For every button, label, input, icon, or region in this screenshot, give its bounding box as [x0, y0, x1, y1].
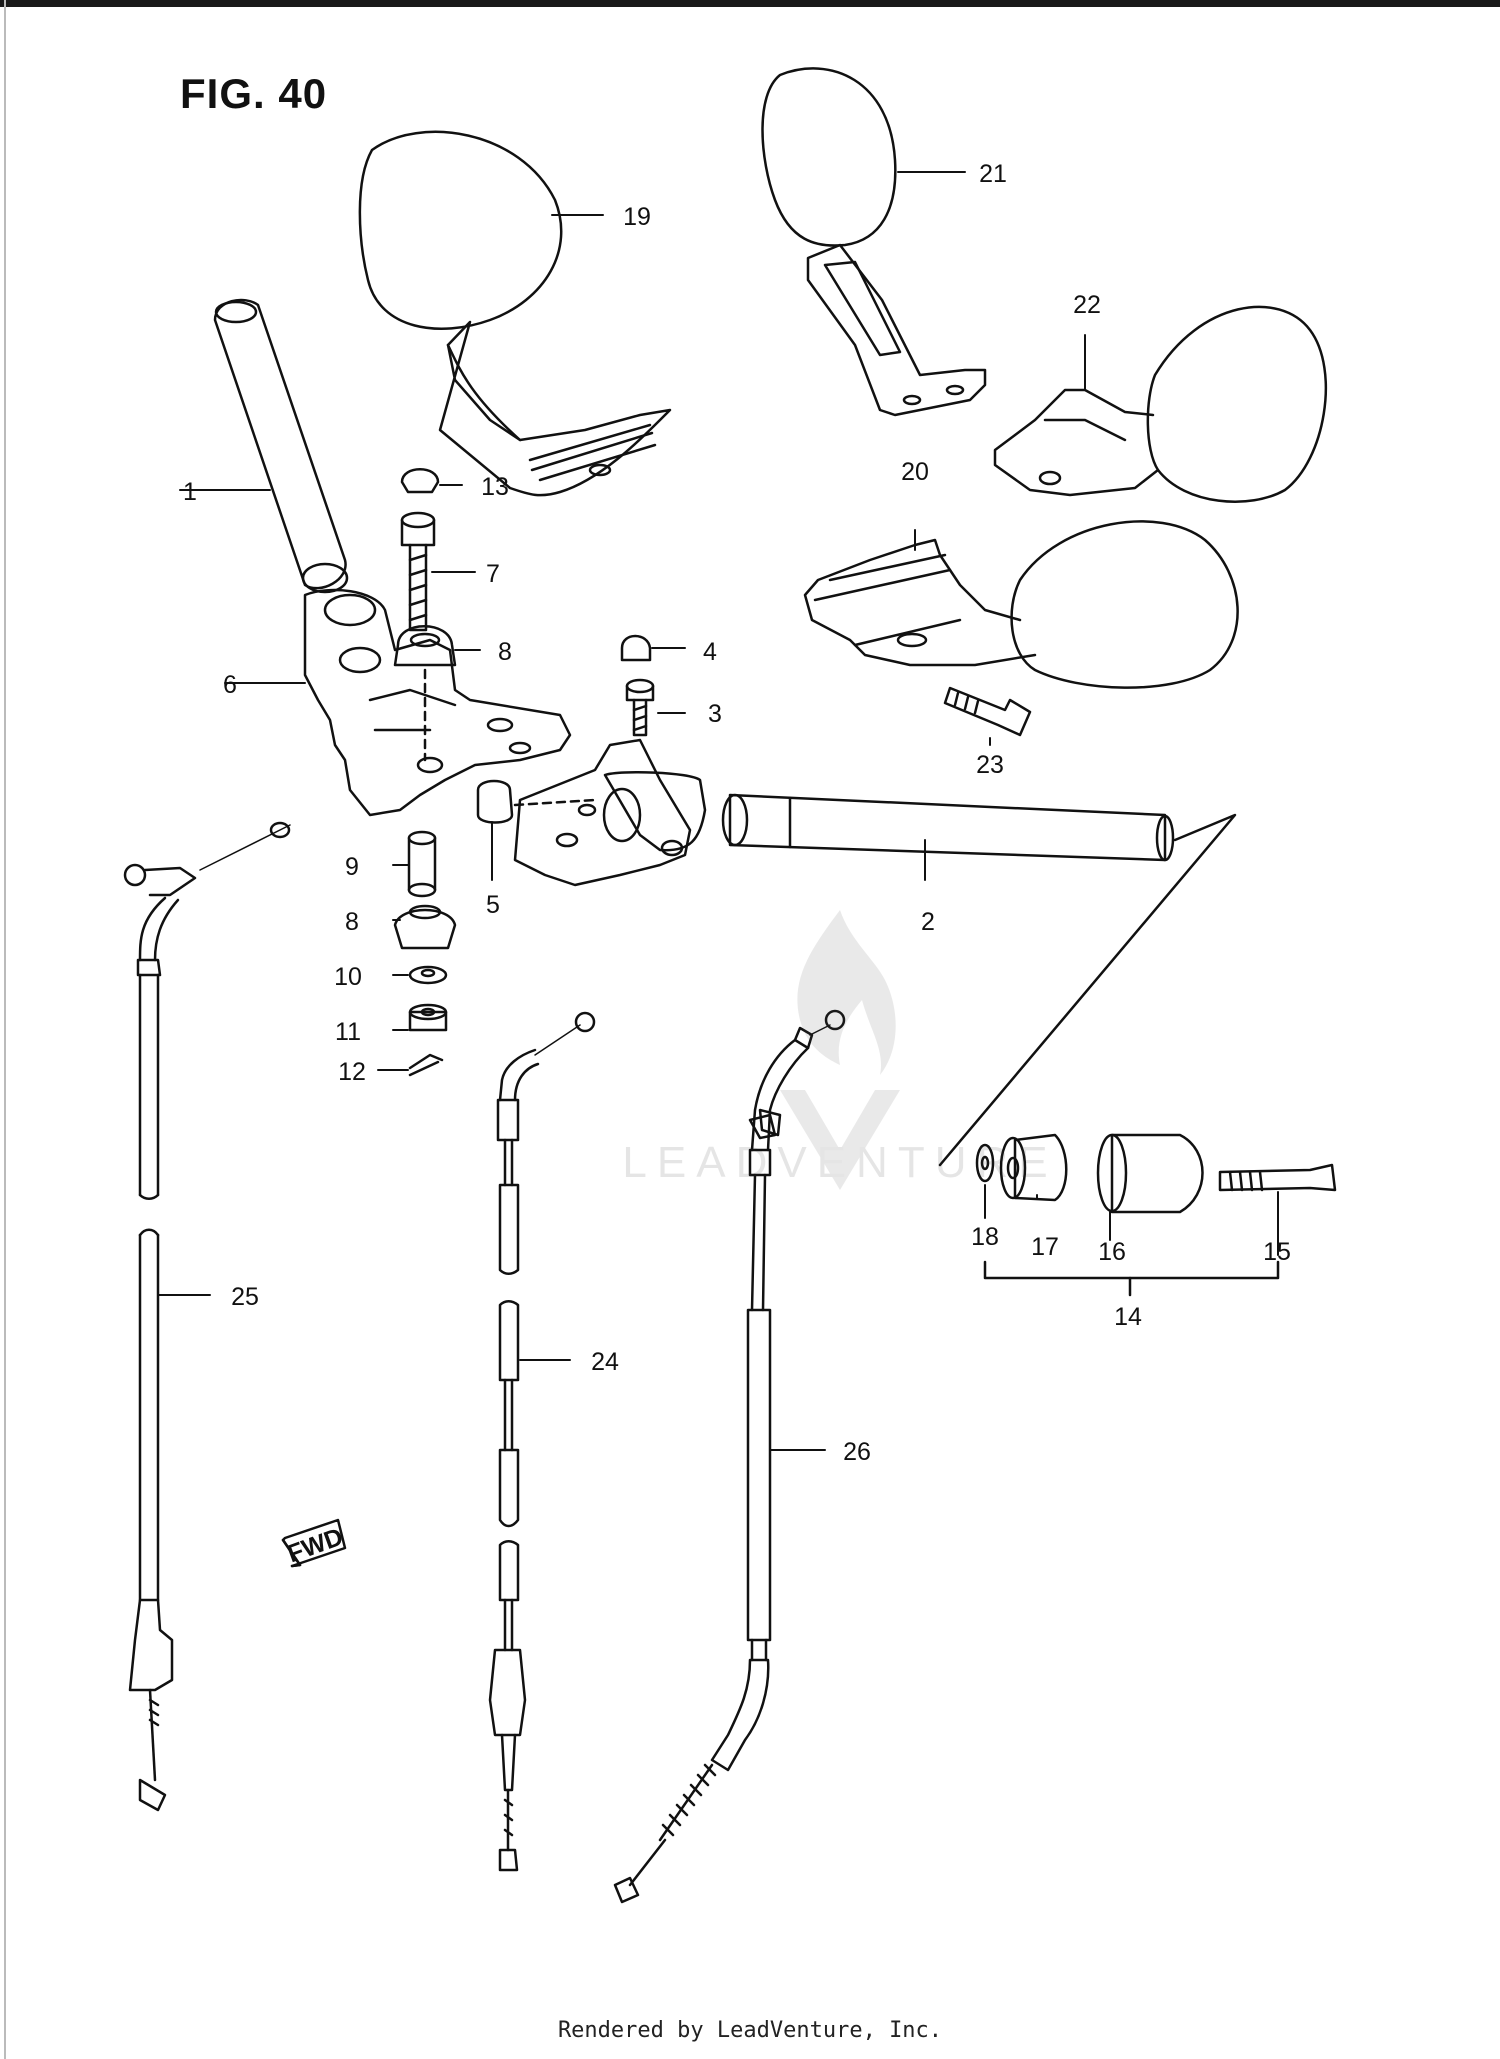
callout-12: 12: [338, 1058, 366, 1086]
callout-16: 16: [1098, 1238, 1126, 1266]
part-11-nut: [408, 1003, 448, 1032]
callout-2: 2: [921, 908, 935, 936]
callout-14: 14: [1114, 1303, 1142, 1331]
callout-22: 22: [1073, 291, 1101, 319]
top-border: [0, 0, 1500, 7]
part-4-cap-nut: [620, 634, 652, 662]
callout-3: 3: [708, 700, 722, 728]
part-3-bolt: [625, 678, 655, 737]
callout-24: 24: [591, 1348, 619, 1376]
callout-21: 21: [979, 160, 1007, 188]
part-7-bolt: [400, 511, 436, 632]
part-10-washer: [408, 965, 448, 985]
part-19-mirror: [358, 130, 672, 497]
footer-credit: Rendered by LeadVenture, Inc.: [557, 2018, 943, 2043]
callout-13: 13: [481, 473, 509, 501]
part-2-handlebar: [513, 738, 1237, 1167]
part-6-holder: [303, 588, 572, 817]
callout-18: 18: [971, 1223, 999, 1251]
callout-4: 4: [703, 638, 717, 666]
part-22-mirror: [993, 305, 1328, 503]
part-26-cable: [613, 1009, 846, 1904]
part-17-balancer-inner: [999, 1133, 1068, 1202]
callout-1: 1: [183, 478, 197, 506]
part-21-mirror: [761, 67, 987, 417]
callout-9: 9: [345, 853, 359, 881]
part-20-mirror: [803, 520, 1239, 689]
part-13-cap: [400, 468, 440, 494]
callout-6: 6: [223, 671, 237, 699]
callout-7: 7: [486, 560, 500, 588]
callout-8-lower: 8: [345, 908, 359, 936]
callout-19: 19: [623, 203, 651, 231]
part-16-balancer-outer: [1096, 1133, 1204, 1214]
part-23-screw: [943, 686, 1032, 737]
part-12-cotter-pin: [408, 1053, 444, 1077]
figure-title: FIG. 40: [180, 70, 328, 117]
callout-23: 23: [976, 751, 1004, 779]
part-9-collar: [407, 830, 437, 898]
callout-25: 25: [231, 1283, 259, 1311]
callout-11: 11: [335, 1018, 361, 1046]
callout-26: 26: [843, 1438, 871, 1466]
callout-17: 17: [1031, 1233, 1059, 1261]
callout-20: 20: [901, 458, 929, 486]
left-border: [4, 0, 6, 2059]
callout-labels: 1 2 3 4 5 6 7 8 8 9 10 11 12 13 14 15 16…: [183, 160, 1291, 1466]
callout-10: 10: [334, 963, 362, 991]
part-5-nut: [476, 779, 597, 824]
part-24-cable: [488, 1011, 596, 1872]
fwd-arrow-icon: FWD: [281, 1518, 347, 1568]
part-15-screw: [1218, 1163, 1337, 1192]
part-8-cushion-lower: [393, 904, 457, 950]
callout-15: 15: [1263, 1238, 1291, 1266]
part-18-washer: [975, 1143, 995, 1183]
bracket-14: [983, 1260, 1280, 1297]
part-8-cushion-upper: [393, 625, 457, 762]
callout-8-upper: 8: [498, 638, 512, 666]
part-25-cable: [123, 821, 291, 1812]
leader-lines: [157, 171, 1279, 1451]
callout-5: 5: [486, 891, 500, 919]
part-1-grip: [213, 298, 349, 594]
